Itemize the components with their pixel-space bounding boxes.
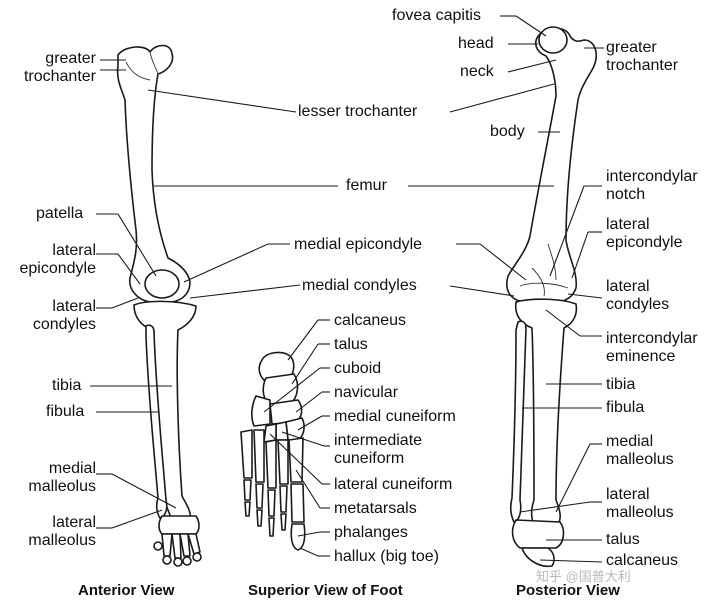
label-anterior-greater-trochanter: greater trochanter xyxy=(23,50,96,85)
posterior-intercondylar-notch-detail xyxy=(519,243,569,297)
label-medial-epicondyle: medial epicondyle xyxy=(294,236,423,253)
label-posterior-medial-malleolus: medial malleolus xyxy=(606,433,674,468)
posterior-foot-bones xyxy=(511,519,565,568)
watermark: 知乎 @国普大利 xyxy=(536,569,631,584)
label-foot-medial-cuneiform: medial cuneiform xyxy=(334,408,456,425)
anterior-femur xyxy=(116,44,191,303)
label-foot-calcaneus: calcaneus xyxy=(334,312,407,329)
label-medial-condyles: medial condyles xyxy=(302,277,417,294)
anterior-fibula xyxy=(145,324,168,519)
foot-calcaneus xyxy=(258,351,295,381)
label-posterior-head: head xyxy=(458,35,494,52)
label-anterior-patella: patella xyxy=(36,205,84,222)
foot-hallux xyxy=(290,483,306,551)
posterior-fibula xyxy=(509,320,527,523)
anterior-patella xyxy=(144,269,180,299)
label-anterior-medial-malleolus: medial malleolus xyxy=(28,460,96,495)
caption-anterior-view: Anterior View xyxy=(78,582,175,599)
label-foot-cuboid: cuboid xyxy=(334,360,382,377)
label-posterior-intercondylar-eminence: intercondylar eminence xyxy=(606,330,698,365)
label-posterior-talus: talus xyxy=(606,531,640,548)
label-anterior-lateral-condyles: lateral condyles xyxy=(32,298,96,333)
label-posterior-neck: neck xyxy=(460,63,494,80)
foot-metatarsals xyxy=(240,429,304,489)
label-foot-metatarsals: metatarsals xyxy=(334,500,417,517)
anterior-femur-trochanter-detail xyxy=(125,51,159,81)
superior-foot-bones xyxy=(240,351,306,551)
posterior-tibia xyxy=(514,298,578,525)
label-foot-hallux: hallux (big toe) xyxy=(334,548,439,565)
label-posterior-body: body xyxy=(490,123,525,140)
posterior-leg-bones xyxy=(506,26,597,568)
posterior-femur xyxy=(506,27,597,304)
foot-intermediate-cuneiform xyxy=(275,421,289,441)
label-posterior-fibula: fibula xyxy=(606,399,645,416)
posterior-femur-head xyxy=(538,26,568,54)
leader-lines xyxy=(90,15,604,563)
label-posterior-calcaneus: calcaneus xyxy=(606,552,679,569)
label-posterior-lateral-condyles: lateral condyles xyxy=(606,278,670,313)
label-posterior-fovea-capitis: fovea capitis xyxy=(392,7,481,24)
caption-posterior-view: Posterior View xyxy=(516,582,620,599)
foot-cuboid xyxy=(251,395,271,427)
label-posterior-tibia: tibia xyxy=(606,376,636,393)
label-lesser-trochanter: lesser trochanter xyxy=(298,103,418,120)
label-anterior-tibia: tibia xyxy=(52,377,82,394)
label-femur: femur xyxy=(346,177,387,194)
label-foot-lateral-cuneiform: lateral cuneiform xyxy=(334,476,453,493)
anterior-foot-bones xyxy=(153,515,202,567)
label-foot-intermediate-cuneiform: intermediate cuneiform xyxy=(334,432,423,467)
label-posterior-lateral-malleolus: lateral malleolus xyxy=(606,486,674,521)
label-posterior-greater-trochanter: greater trochanter xyxy=(606,39,679,74)
label-posterior-intercondylar-notch: intercondylar notch xyxy=(606,168,698,203)
anterior-leg-bones xyxy=(116,44,202,567)
label-anterior-fibula: fibula xyxy=(46,403,85,420)
label-anterior-lateral-epicondyle: lateral epicondyle xyxy=(19,242,97,277)
foot-phalanges xyxy=(243,479,288,537)
caption-superior-view-foot: Superior View of Foot xyxy=(248,582,403,599)
label-foot-phalanges: phalanges xyxy=(334,524,408,541)
label-anterior-lateral-malleolus: lateral malleolus xyxy=(28,514,96,549)
label-posterior-lateral-epicondyle: lateral epicondyle xyxy=(606,216,683,251)
label-foot-talus: talus xyxy=(334,336,368,353)
label-foot-navicular: navicular xyxy=(334,384,399,401)
foot-lateral-cuneiform xyxy=(263,423,277,443)
